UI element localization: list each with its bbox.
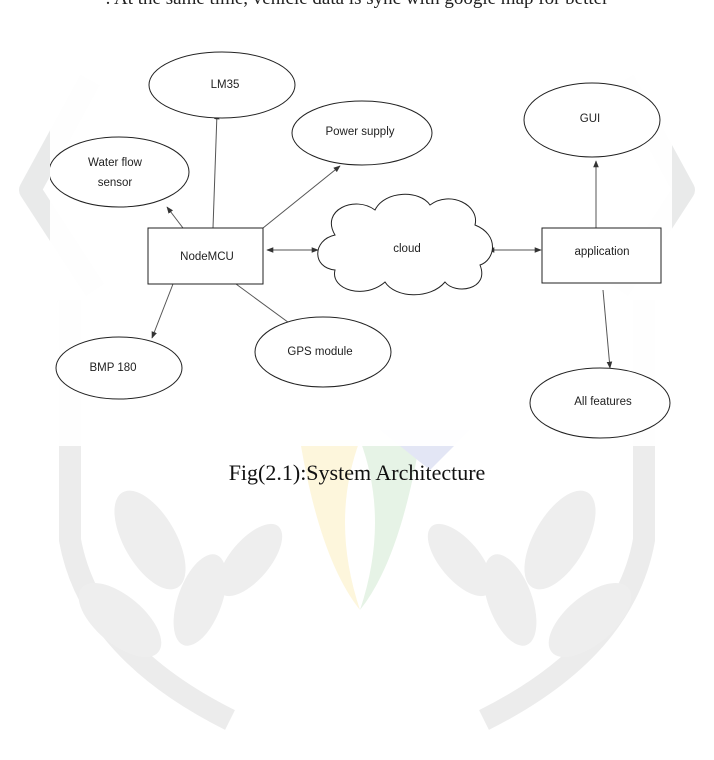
label-bmp180: BMP 180 bbox=[89, 362, 136, 374]
label-all-features: All features bbox=[574, 396, 632, 408]
label-nodemcu: NodeMCU bbox=[180, 251, 234, 263]
edge-nodemcu-gps bbox=[235, 283, 297, 329]
label-application: application bbox=[575, 246, 630, 258]
body-text-fragment: . At the same time, vehicle data is sync… bbox=[0, 0, 714, 10]
label-gui: GUI bbox=[580, 113, 600, 125]
label-lm35: LM35 bbox=[211, 79, 240, 91]
edge-application-features bbox=[602, 289, 613, 369]
edge-nodemcu-lm35 bbox=[212, 112, 220, 229]
node-cloud bbox=[317, 193, 493, 296]
node-gui bbox=[523, 82, 661, 158]
label-cloud: cloud bbox=[393, 243, 421, 255]
node-power-supply bbox=[291, 100, 433, 166]
label-water-flow-line2: sensor bbox=[98, 177, 133, 189]
edge-nodemcu-water-flow bbox=[166, 206, 184, 229]
label-water-flow-line1: Water flow bbox=[88, 157, 143, 169]
label-gps-module: GPS module bbox=[287, 346, 352, 358]
node-all-features bbox=[529, 367, 671, 439]
architecture-diagram: LM35 Power supply Water flow sensor Node… bbox=[50, 51, 671, 439]
node-bmp180 bbox=[55, 336, 183, 400]
edge-nodemcu-power-supply bbox=[262, 165, 341, 229]
label-power-supply: Power supply bbox=[325, 126, 394, 138]
figure-caption: Fig(2.1):System Architecture bbox=[228, 460, 486, 485]
node-water-flow-sensor bbox=[50, 136, 190, 208]
edge-nodemcu-bmp180 bbox=[151, 283, 174, 339]
node-nodemcu bbox=[147, 227, 264, 285]
node-gps-module bbox=[254, 316, 392, 388]
node-application bbox=[541, 227, 662, 284]
figure-panel: LM35 Power supply Water flow sensor Node… bbox=[50, 42, 672, 446]
node-lm35 bbox=[148, 51, 296, 119]
